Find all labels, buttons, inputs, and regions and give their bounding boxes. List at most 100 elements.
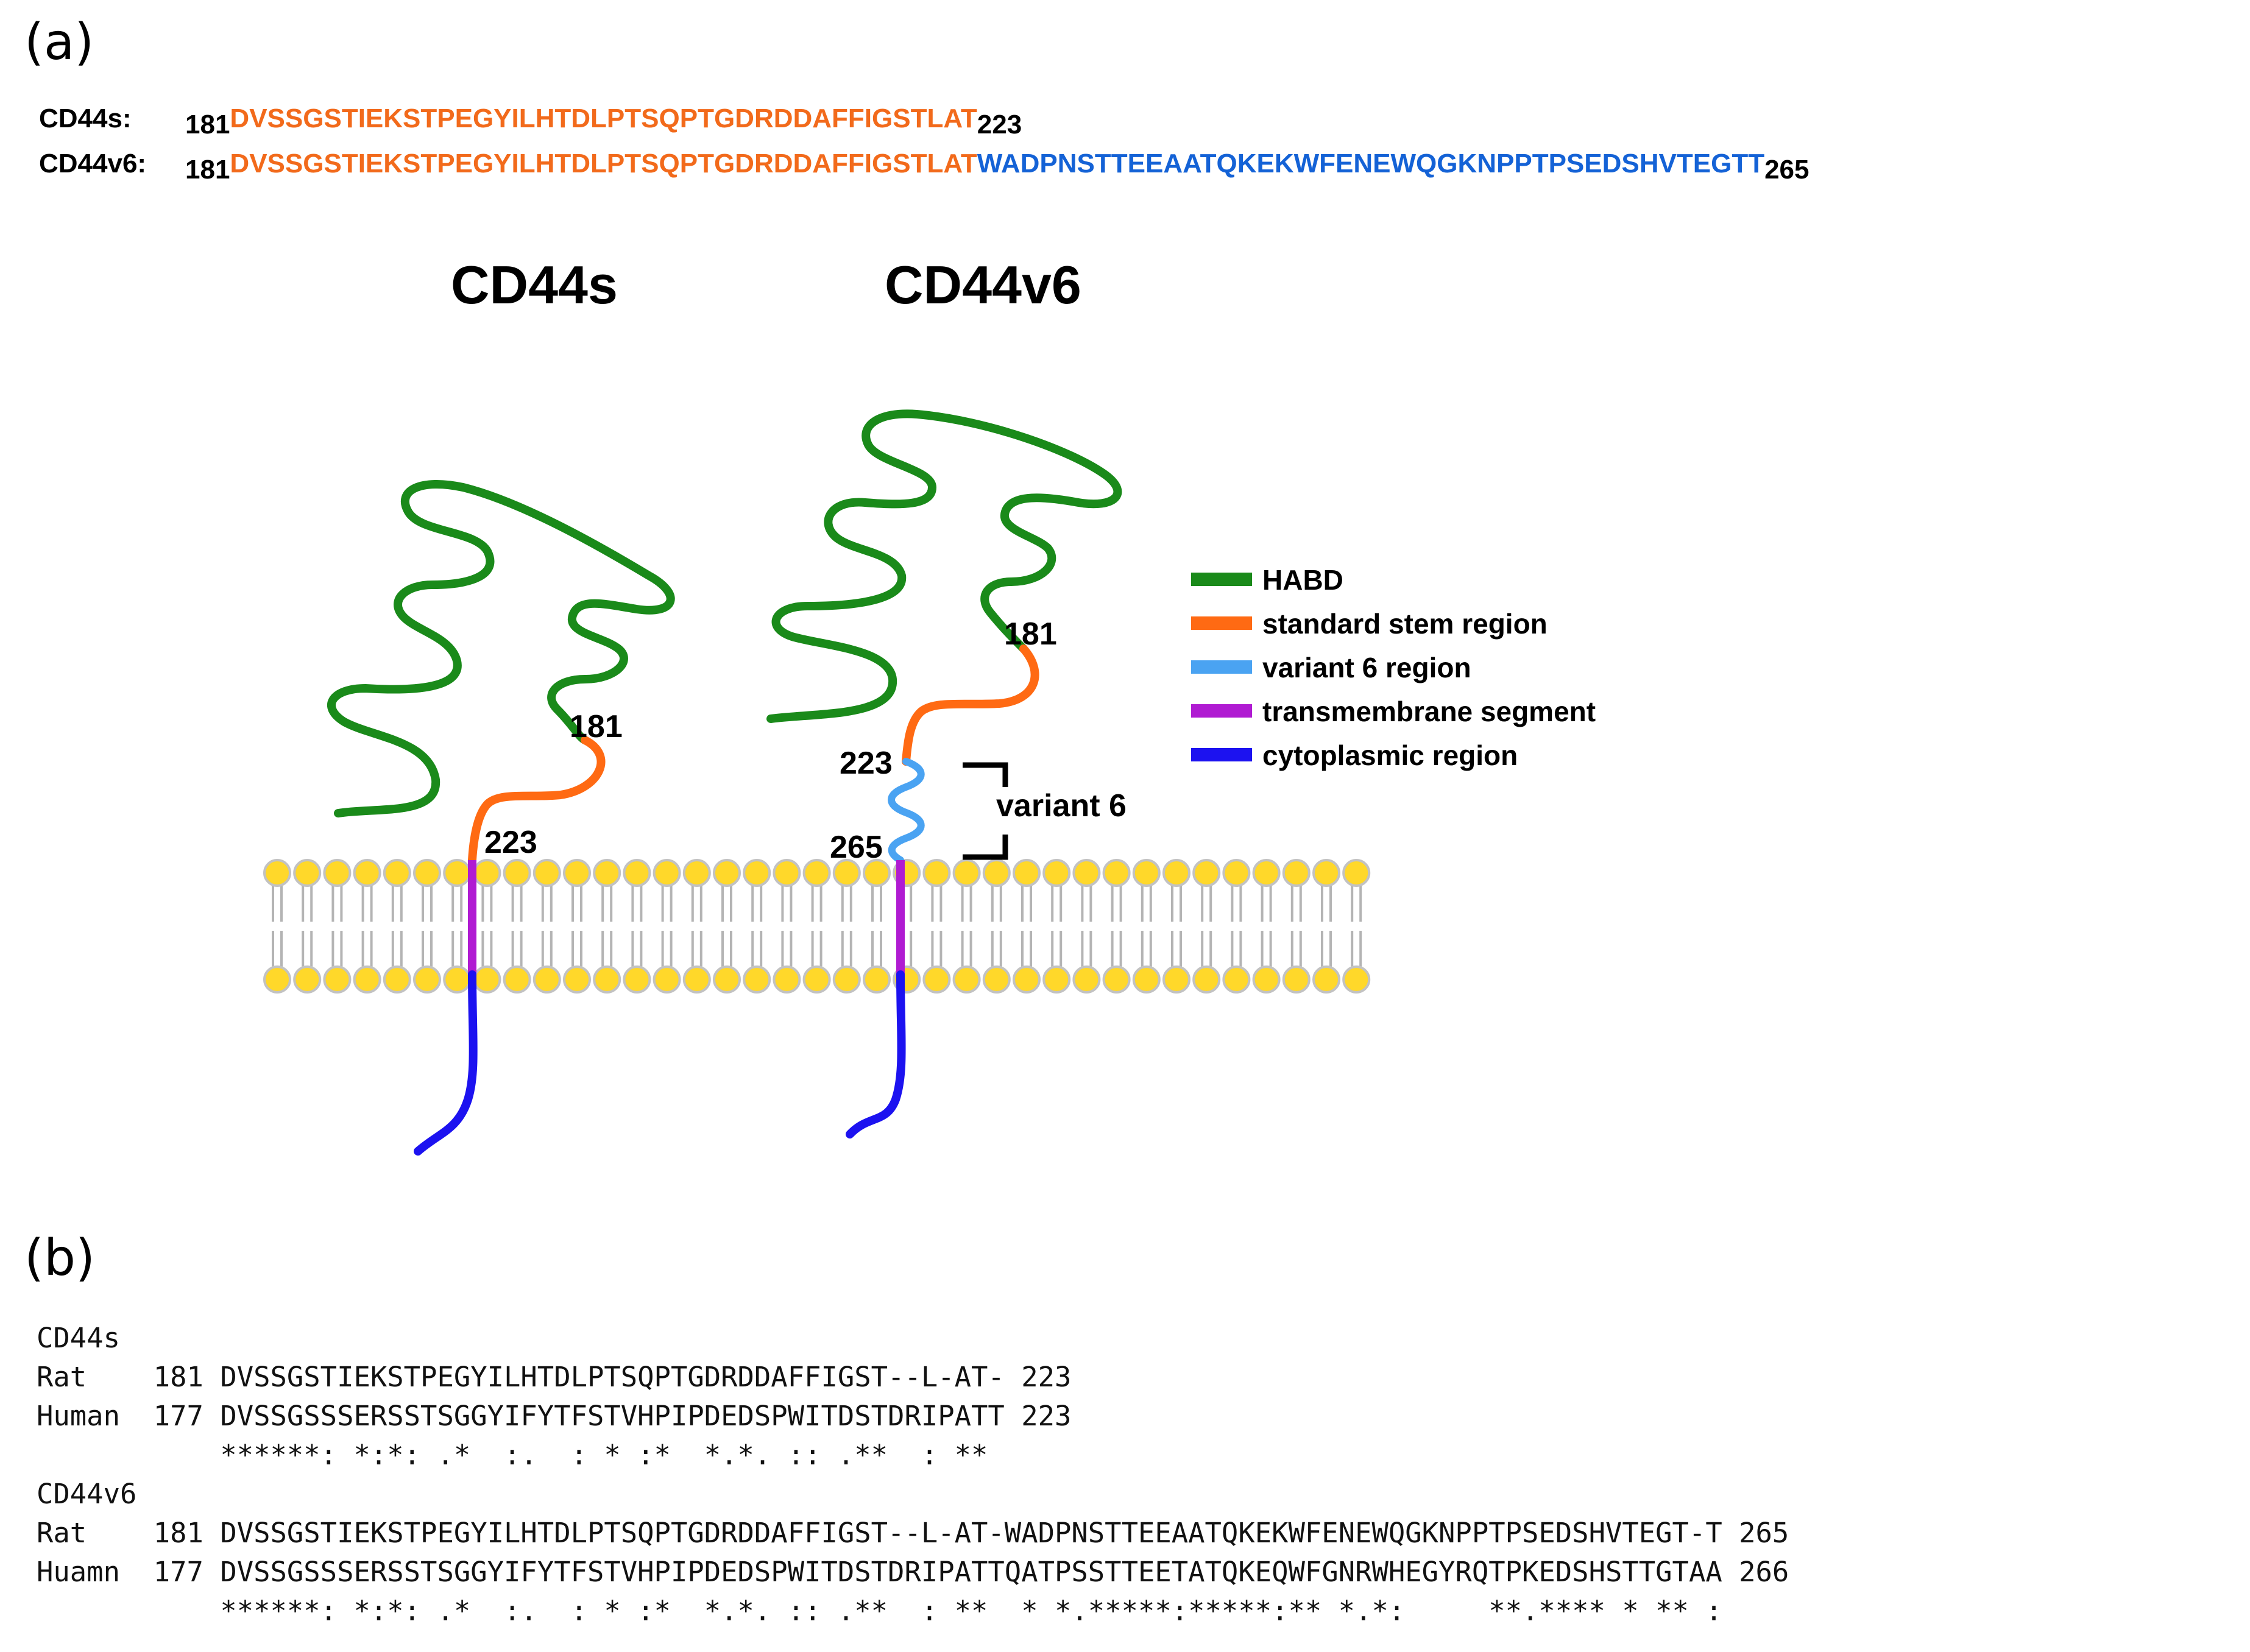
legend-swatch bbox=[1191, 748, 1252, 761]
alignment-conservation-line: ******: *:*: .* :. : * :* *.*. :: .** : … bbox=[37, 1595, 1722, 1627]
lipid-head bbox=[832, 965, 861, 994]
lipid-head bbox=[1222, 965, 1251, 994]
cd44s-cytoplasmic-region bbox=[414, 970, 478, 1156]
legend-swatch bbox=[1191, 616, 1252, 630]
lipid-head bbox=[593, 859, 621, 887]
lipid-head bbox=[532, 965, 561, 994]
lipid-head bbox=[982, 965, 1011, 994]
stem-sequence: DVSSGSTIEKSTPEGYILHTDLPTSQPTGDRDDAFFIGST… bbox=[230, 149, 977, 178]
sequence-end-number: 265 bbox=[1764, 155, 1810, 185]
lipid-head bbox=[832, 859, 861, 887]
lipid-head bbox=[922, 965, 951, 994]
sequence-name: CD44s: bbox=[39, 104, 132, 133]
lipid-head bbox=[353, 859, 381, 887]
lipid-head bbox=[1072, 965, 1101, 994]
legend-label: HABD bbox=[1262, 564, 1343, 596]
title-cd44v6: CD44v6 bbox=[885, 255, 1081, 315]
lipid-head bbox=[1162, 965, 1190, 994]
lipid-head bbox=[1192, 859, 1221, 887]
variant-sequence: WADPNSTTEEAATQKEKWFENEWQGKNPPTPSEDSHVTEG… bbox=[977, 149, 1765, 178]
sequence-row-cd44s: CD44s:181DVSSGSTIEKSTPEGYILHTDLPTSQPTGDR… bbox=[39, 104, 1022, 139]
cd44v6-variant6-region bbox=[888, 758, 925, 864]
lipid-head bbox=[802, 965, 831, 994]
lipid-head bbox=[383, 965, 411, 994]
legend-item: standard stem region bbox=[1191, 608, 1548, 640]
lipid-head bbox=[1072, 859, 1101, 887]
alignment-line: Huamn 177 DVSSGSSSERSSTSGGYIFYTFSTVHPIPD… bbox=[37, 1556, 1789, 1588]
cd44v6-habd-domain bbox=[766, 409, 1122, 723]
lipid-head bbox=[1252, 965, 1281, 994]
lipid-head bbox=[623, 859, 651, 887]
lipid-head bbox=[713, 859, 741, 887]
lipid-head bbox=[1192, 965, 1221, 994]
lipid-head bbox=[952, 859, 981, 887]
residue-label-265: 265 bbox=[830, 830, 883, 865]
lipid-head bbox=[383, 859, 411, 887]
lipid-head bbox=[1162, 859, 1190, 887]
panel-b-label: (b) bbox=[24, 1229, 96, 1287]
legend-label: cytoplasmic region bbox=[1262, 740, 1518, 771]
lipid-head bbox=[503, 859, 531, 887]
cd44v6-stem-region bbox=[902, 644, 1039, 766]
lipid-head bbox=[802, 859, 831, 887]
lipid-head bbox=[922, 859, 951, 887]
lipid-head bbox=[743, 859, 771, 887]
lipid-head bbox=[532, 859, 561, 887]
lipid-head bbox=[563, 859, 591, 887]
stem-sequence: DVSSGSTIEKSTPEGYILHTDLPTSQPTGDRDDAFFIGST… bbox=[230, 104, 977, 133]
lipid-head bbox=[1312, 965, 1340, 994]
lipid-head bbox=[1042, 965, 1071, 994]
lipid-head bbox=[413, 965, 441, 994]
lipid-head bbox=[1222, 859, 1251, 887]
lipid-head bbox=[1132, 965, 1161, 994]
legend-swatch bbox=[1191, 573, 1252, 586]
alignment-line: Human 177 DVSSGSSSERSSTSGGYIFYTFSTVHPIPD… bbox=[37, 1400, 1072, 1432]
alignment-line: CD44v6 bbox=[37, 1478, 137, 1510]
lipid-bilayer bbox=[263, 859, 1371, 994]
lipid-head bbox=[1282, 965, 1311, 994]
lipid-head bbox=[443, 965, 472, 994]
cd44v6-cytoplasmic-region bbox=[846, 970, 906, 1138]
legend-item: transmembrane segment bbox=[1191, 696, 1596, 727]
cd44s-stem-region bbox=[468, 736, 606, 864]
lipid-head bbox=[1342, 965, 1371, 994]
legend-label: transmembrane segment bbox=[1262, 696, 1596, 727]
lipid-head bbox=[773, 859, 801, 887]
legend-swatch bbox=[1191, 660, 1252, 674]
title-cd44s: CD44s bbox=[451, 255, 618, 315]
variant6-label: variant 6 bbox=[996, 788, 1127, 824]
lipid-head bbox=[473, 859, 501, 887]
residue-label-223: 223 bbox=[840, 746, 893, 781]
residue-label-223: 223 bbox=[484, 825, 537, 860]
lipid-head bbox=[773, 965, 801, 994]
sequence-end-number: 223 bbox=[977, 110, 1022, 139]
lipid-head bbox=[503, 965, 531, 994]
lipid-head bbox=[952, 965, 981, 994]
lipid-head bbox=[982, 859, 1011, 887]
lipid-head bbox=[1102, 859, 1131, 887]
lipid-head bbox=[323, 965, 352, 994]
alignment-line: Rat 181 DVSSGSTIEKSTPEGYILHTDLPTSQPTGDRD… bbox=[37, 1361, 1072, 1393]
lipid-head bbox=[653, 965, 681, 994]
lipid-head bbox=[443, 859, 472, 887]
alignment-conservation-line: ******: *:*: .* :. : * :* *.*. :: .** : … bbox=[37, 1439, 988, 1471]
lipid-head bbox=[593, 965, 621, 994]
legend-label: standard stem region bbox=[1262, 608, 1548, 640]
lipid-head bbox=[1282, 859, 1311, 887]
lipid-head bbox=[1132, 859, 1161, 887]
sequence-name: CD44v6: bbox=[39, 149, 147, 178]
legend-item: cytoplasmic region bbox=[1191, 740, 1518, 771]
panel-a-label: (a) bbox=[24, 13, 94, 71]
sequence-row-cd44v6: CD44v6:181DVSSGSTIEKSTPEGYILHTDLPTSQPTGD… bbox=[39, 149, 1810, 185]
lipid-head bbox=[682, 859, 711, 887]
residue-label-181: 181 bbox=[1004, 616, 1057, 652]
lipid-head bbox=[353, 965, 381, 994]
lipid-head bbox=[1102, 965, 1131, 994]
lipid-head bbox=[653, 859, 681, 887]
lipid-head bbox=[1252, 859, 1281, 887]
lipid-head bbox=[863, 859, 891, 887]
lipid-head bbox=[263, 965, 291, 994]
lipid-head bbox=[743, 965, 771, 994]
